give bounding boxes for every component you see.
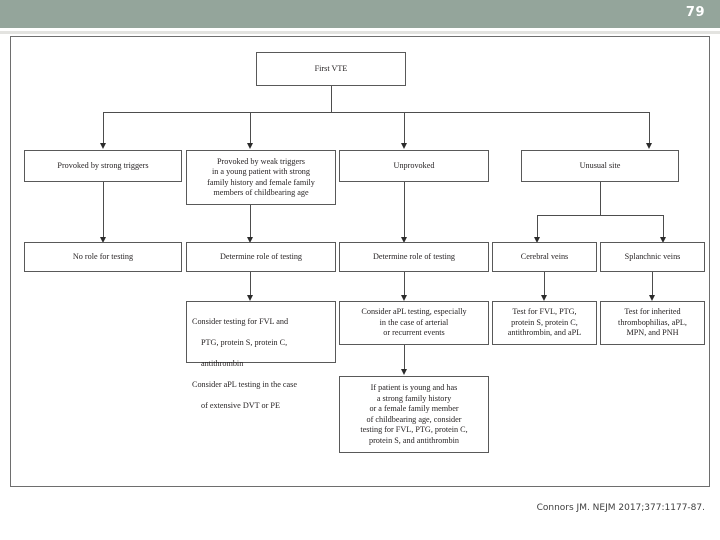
connector-unusual-drop-left — [537, 215, 538, 239]
arrow-determine-unprov-down — [400, 295, 407, 301]
node-determine-role-unprovoked: Determine role of testing — [339, 242, 489, 272]
node-consider-apl-testing: Consider aPL testing, especially in the … — [339, 301, 489, 345]
arrow-determine-weak-down — [246, 295, 253, 301]
arrow-root-3 — [400, 143, 407, 149]
node-determine-role-weak: Determine role of testing — [186, 242, 336, 272]
node-test-cerebral: Test for FVL, PTG, protein S, protein C,… — [492, 301, 597, 345]
connector-unusual-stem — [600, 182, 601, 215]
connector-determine-weak-down — [250, 272, 251, 297]
arrow-apl-to-followup — [400, 369, 407, 375]
connector-unprovoked-to-determine — [404, 182, 405, 239]
connector-strong-to-norole — [103, 182, 104, 239]
arrow-root-4 — [645, 143, 652, 149]
arrow-unusual-cerebral — [533, 237, 540, 243]
node-first-vte: First VTE — [256, 52, 406, 86]
connector-root-stem — [331, 86, 332, 112]
header-underline — [0, 31, 720, 34]
connector-unusual-bar — [537, 215, 663, 216]
connector-determine-unprov-down — [404, 272, 405, 297]
node-unprovoked: Unprovoked — [339, 150, 489, 182]
connector-unusual-drop-right — [663, 215, 664, 239]
arrow-root-2 — [246, 143, 253, 149]
node-cerebral-veins: Cerebral veins — [492, 242, 597, 272]
arrow-strong-to-norole — [99, 237, 106, 243]
arrow-root-1 — [99, 143, 106, 149]
figure-frame: First VTE Provoked by strong triggers Pr… — [10, 36, 710, 487]
arrow-unprovoked-to-determine — [400, 237, 407, 243]
node-line: Consider testing for FVL and — [192, 316, 289, 326]
node-consider-testing-fvl: Consider testing for FVL and PTG, protei… — [186, 301, 336, 410]
node-line: Consider aPL testing in the case — [192, 379, 297, 389]
connector-root-drop-2 — [250, 112, 251, 145]
node-test-splanchnic: Test for inherited thrombophilias, aPL, … — [600, 301, 705, 345]
node-provoked-strong-triggers: Provoked by strong triggers — [24, 150, 182, 182]
node-line: of extensive DVT or PE — [201, 400, 280, 410]
connector-root-bar — [103, 112, 649, 113]
arrow-unusual-splanchnic — [659, 237, 666, 243]
node-line: antithrombin — [201, 358, 244, 368]
node-line: PTG, protein S, protein C, — [201, 337, 288, 347]
connector-root-drop-1 — [103, 112, 104, 145]
node-young-family-history-followup: If patient is young and has a strong fam… — [339, 376, 489, 453]
connector-apl-to-followup — [404, 345, 405, 371]
node-no-role-for-testing: No role for testing — [24, 242, 182, 272]
node-splanchnic-veins: Splanchnic veins — [600, 242, 705, 272]
slide-header-band — [0, 0, 720, 28]
node-unusual-site: Unusual site — [521, 150, 679, 182]
node-provoked-weak-triggers: Provoked by weak triggers in a young pat… — [186, 150, 336, 205]
connector-root-drop-3 — [404, 112, 405, 145]
arrow-cerebral-down — [540, 295, 547, 301]
connector-splanchnic-down — [652, 272, 653, 297]
arrow-splanchnic-down — [648, 295, 655, 301]
arrow-weak-to-determine — [246, 237, 253, 243]
connector-root-drop-4 — [649, 112, 650, 145]
citation-text: Connors JM. NEJM 2017;377:1177-87. — [536, 503, 705, 513]
page-number: 79 — [685, 5, 705, 20]
connector-weak-to-determine — [250, 205, 251, 239]
connector-cerebral-down — [544, 272, 545, 297]
